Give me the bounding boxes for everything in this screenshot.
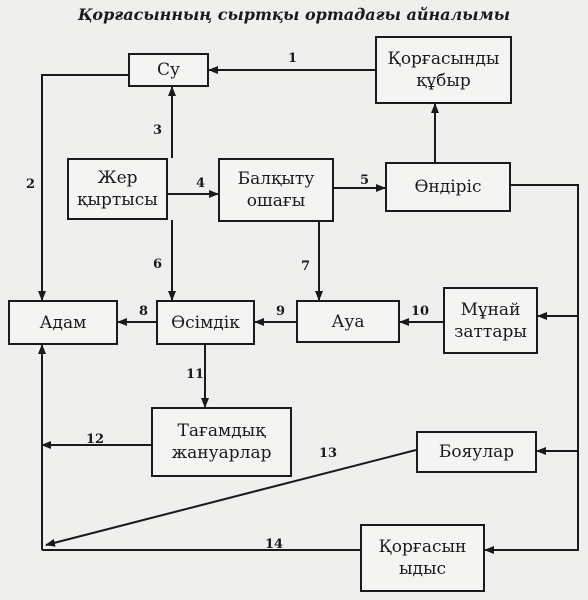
- arrow-label-3: 3: [153, 123, 163, 138]
- node-korgasyn-kubyr-line1: Қорғасынды: [387, 49, 500, 69]
- node-adam-label: Адам: [39, 312, 87, 333]
- node-zher-kyrtys-line2: қыртысы: [77, 190, 158, 210]
- arrow-label-9: 9: [276, 304, 286, 319]
- arrow-ondiris-ydys: [484, 451, 579, 554]
- node-su: Су: [128, 53, 209, 87]
- node-korgasyn-kubyr: Қорғасынды құбыр: [375, 36, 512, 104]
- node-korgasyn-ydys: Қорғасын ыдыс: [360, 524, 485, 592]
- arrow-2: [38, 74, 128, 301]
- arrow-label-8: 8: [139, 304, 149, 319]
- diagram-title: Қорғасынның сыртқы ортадағы айналымы: [77, 5, 510, 24]
- arrow-label-6: 6: [153, 257, 163, 272]
- node-boyaular: Бояулар: [416, 431, 537, 473]
- arrow-label-1: 1: [288, 51, 298, 66]
- node-munai-line2: заттары: [454, 321, 527, 342]
- node-ondiris-label: Өндіріс: [414, 177, 482, 197]
- node-zher-kyrtys: Жер қыртысы: [67, 158, 168, 220]
- node-zher-kyrtys-line1: Жер: [97, 168, 138, 188]
- node-su-label: Су: [156, 60, 180, 80]
- node-ondiris: Өндіріс: [385, 162, 511, 212]
- node-munai: Мұнай заттары: [443, 287, 538, 354]
- arrow-13: [45, 449, 417, 547]
- node-boyaular-label: Бояулар: [438, 442, 515, 462]
- node-aua: Ауа: [296, 300, 400, 343]
- arrow-ondiris-boyaular: [536, 316, 579, 455]
- arrow-label-14: 14: [265, 537, 284, 552]
- node-korgasyn-kubyr-line2: құбыр: [416, 71, 471, 91]
- arrow-label-7: 7: [301, 259, 311, 274]
- node-balkytu-line2: ошағы: [246, 191, 306, 211]
- arrow-label-13: 13: [319, 446, 338, 461]
- node-balkytu: Балқыту ошағы: [218, 158, 334, 222]
- node-tagamdyk-line1: Тағамдық: [177, 421, 266, 441]
- node-munai-line1: Мұнай: [460, 299, 521, 320]
- node-aua-label: Ауа: [331, 311, 365, 332]
- node-tagamdyk: Тағамдық жануарлар: [151, 407, 292, 477]
- arrow-label-12: 12: [86, 432, 105, 447]
- arrow-label-4: 4: [196, 176, 206, 191]
- node-korgasyn-ydys-line1: Қорғасын: [378, 537, 467, 557]
- arrow-label-5: 5: [360, 173, 370, 188]
- node-balkytu-line1: Балқыту: [237, 169, 315, 189]
- arrow-label-10: 10: [411, 304, 430, 319]
- node-tagamdyk-line2: жануарлар: [171, 443, 272, 463]
- arrow-ondiris-munai: [511, 184, 579, 320]
- arrow-label-11: 11: [186, 367, 205, 382]
- arrow-label-2: 2: [26, 177, 36, 192]
- node-osimdik: Өсімдік: [156, 300, 255, 345]
- node-korgasyn-ydys-line2: ыдыс: [398, 559, 447, 579]
- node-osimdik-label: Өсімдік: [171, 312, 240, 333]
- node-adam: Адам: [8, 300, 118, 345]
